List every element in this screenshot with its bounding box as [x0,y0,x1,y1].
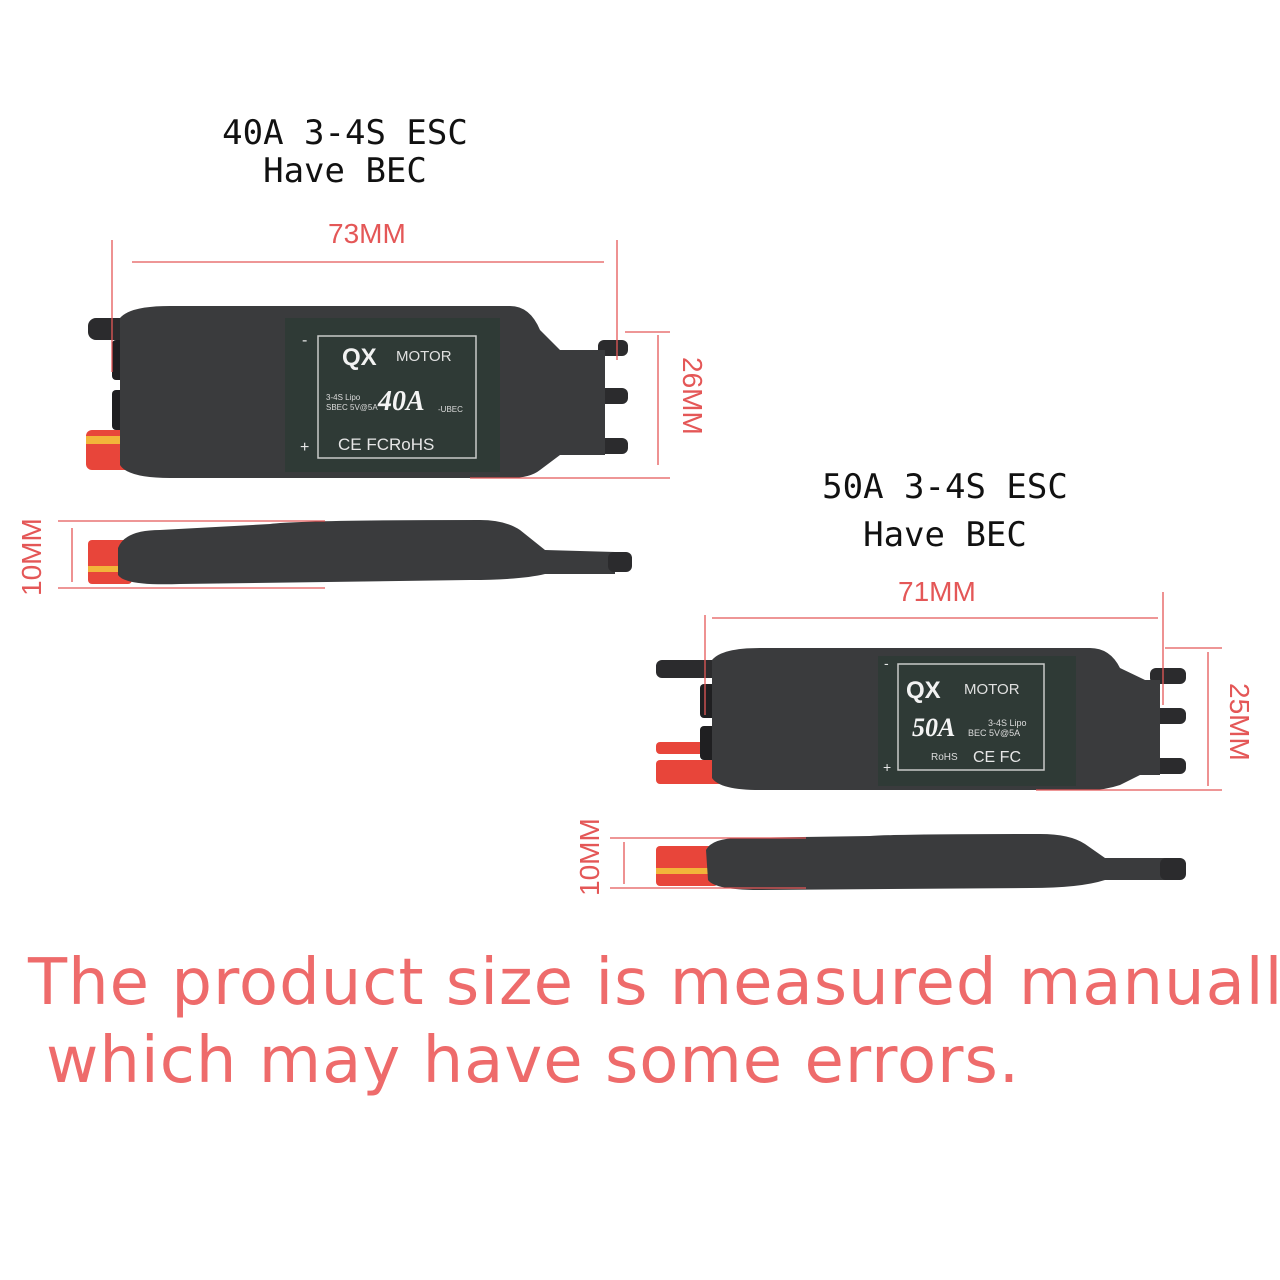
esc-50a-width-label: 25MM [1224,683,1255,761]
esc-50a-length-label: 71MM [898,576,976,607]
esc-50a-spec-line1: 3-4S Lipo [988,718,1027,728]
esc-50a-title-line2: Have BEC [863,515,1027,555]
esc-40a-current: 40A [377,386,425,417]
esc-50a-plus: + [883,759,891,775]
esc-50a-current: 50A [912,713,955,742]
esc-40a-bec-type: -UBEC [438,405,463,414]
esc-50a-thickness-lines [610,837,806,889]
esc-40a-thickness-lines [58,520,325,589]
esc-40a-title-line2: Have BEC [263,151,427,191]
esc-50a-certs: CE FC [973,749,1021,766]
esc-40a-title-line1: 40A 3-4S ESC [222,113,468,153]
esc-40a-spec-line2: SBEC 5V@5A [326,403,378,412]
esc-40a-side-view [88,520,632,585]
esc-50a-side-view [656,834,1186,890]
esc-50a-minus: - [884,655,889,671]
measurement-note-line2: which may have some errors. [46,1024,1021,1098]
esc-50a-title-line1: 50A 3-4S ESC [822,467,1068,507]
esc-40a-plus: + [300,439,309,456]
esc-40a-length-label: 73MM [328,218,406,249]
esc-50a-title: 50A 3-4S ESC Have BEC [790,463,1100,559]
esc-50a-rohs: RoHS [931,752,958,763]
esc-50a-brand-logo: QX [906,677,941,704]
esc-40a-title: 40A 3-4S ESC Have BEC [190,114,500,190]
esc-40a-brand-suffix: MOTOR [396,348,452,365]
esc-40a-dimension-lines [111,240,670,479]
esc-40a-spec-line1: 3-4S Lipo [326,393,361,402]
esc-40a-brand-logo: QX [342,344,377,371]
esc-50a-top-view [656,648,1186,790]
esc-40a-certs: CE FCRoHS [338,435,434,454]
esc-40a-minus: - [302,332,307,349]
esc-40a-top-view [86,306,628,478]
esc-40a-width-label: 26MM [677,357,708,435]
measurement-note-line1: The product size is measured manually, [28,946,1280,1020]
esc-40a-thickness-label: 10MM [16,518,47,596]
esc-50a-dimension-lines [704,592,1222,791]
esc-50a-thickness-label: 10MM [574,818,605,896]
esc-50a-spec-line2: BEC 5V@5A [968,728,1020,738]
esc-50a-brand-suffix: MOTOR [964,681,1020,698]
